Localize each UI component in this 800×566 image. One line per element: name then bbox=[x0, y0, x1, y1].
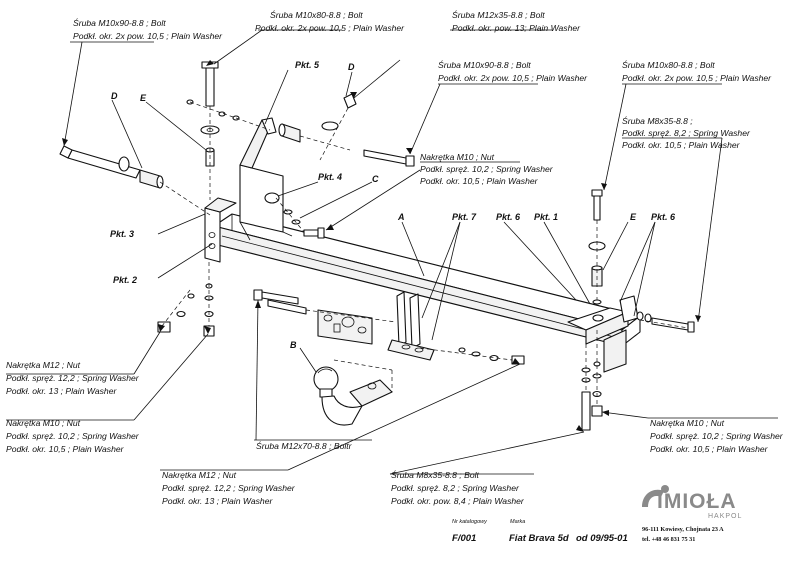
socket-plate bbox=[317, 309, 373, 345]
callout-nut-m10-right-line3: Podkł. okr. 10,5 ; Plain Washer bbox=[650, 444, 769, 454]
catalog-caption: Nr katalogowy bbox=[452, 519, 488, 525]
pkt1-label: Pkt. 1 bbox=[534, 212, 558, 222]
logo-subtext: HAKPOL bbox=[708, 513, 742, 520]
callout-nut-m12-left-line1: Nakrętka M12 ; Nut bbox=[6, 360, 81, 370]
callout-bolt-m8x35-bottom-line3: Podkł. okr. pow. 8,4 ; Plain Washer bbox=[391, 496, 525, 506]
callout-bolt-m10x90-left-line1: Śruba M10x90-8.8 ; Bolt bbox=[73, 17, 166, 28]
callout-bolt-m8x35-bottom-line2: Podkł. spręż. 8,2 ; Spring Washer bbox=[391, 483, 520, 493]
pkt6-mid-label: Pkt. 6 bbox=[496, 212, 521, 222]
callout-nut-m12-left-line3: Podkł. okr. 13 ; Plain Washer bbox=[6, 386, 117, 396]
title-block: Nr katalogowy Marka F/001 Fiat Brava 5d … bbox=[452, 519, 628, 544]
callout-nut-m10-mid-line2: Podkł. spręż. 10,2 ; Spring Washer bbox=[420, 164, 554, 174]
company-address: 96-111 Kowiesy, Chojnata 23 A bbox=[642, 526, 724, 533]
vehicle-model: Fiat Brava 5d bbox=[509, 533, 569, 544]
callout-bolt-m12x35-line1: Śruba M12x35-8.8 ; Bolt bbox=[452, 9, 545, 20]
callout-bolt-m10x80-right-line1: Śruba M10x80-8.8 ; Bolt bbox=[622, 59, 715, 70]
part-d-top-label: D bbox=[348, 62, 355, 72]
callout-bolt-m8x35-right-line1: Śruba M8x35-8.8 ; bbox=[622, 115, 693, 126]
leader-lines bbox=[6, 29, 778, 475]
callout-nut-m10-mid-line1: Nakrętka M10 ; Nut bbox=[420, 152, 495, 162]
callout-nut-m10-left-line1: Nakrętka M10 ; Nut bbox=[6, 418, 81, 428]
callout-nut-m10-right-line2: Podkł. spręż. 10,2 ; Spring Washer bbox=[650, 431, 784, 441]
socket-plate-brackets bbox=[387, 291, 435, 361]
callout-nut-m10-right-line1: Nakrętka M10 ; Nut bbox=[650, 418, 725, 428]
pkt6-right-label: Pkt. 6 bbox=[651, 212, 676, 222]
callout-bolt-m10x90-mid-line2: Podkł. okr. 2x pow. 10,5 ; Plain Washer bbox=[438, 73, 588, 83]
part-c-label: C bbox=[372, 174, 379, 184]
logo-ball-icon bbox=[661, 485, 669, 493]
lower-fasteners bbox=[157, 283, 603, 431]
callout-nut-m12-left-line2: Podkł. spręż. 12,2 ; Spring Washer bbox=[6, 373, 140, 383]
callout-nut-m12-bottom-line2: Podkł. spręż. 12,2 ; Spring Washer bbox=[162, 483, 296, 493]
pkt4-label: Pkt. 4 bbox=[318, 172, 342, 182]
part-a-label: A bbox=[397, 212, 405, 222]
part-e-left-label: E bbox=[140, 93, 147, 103]
callout-nut-m10-left-line3: Podkł. okr. 10,5 ; Plain Washer bbox=[6, 444, 125, 454]
company-phone: tel. +48 46 831 75 31 bbox=[642, 536, 695, 543]
part-d-left-label: D bbox=[111, 91, 118, 101]
left-fasteners bbox=[59, 61, 220, 189]
pkt2-label: Pkt. 2 bbox=[113, 275, 137, 285]
right-fasteners bbox=[588, 189, 695, 333]
callout-bolt-m10x80-top-line2: Podkł. okr. 2x pow. 10,5 ; Plain Washer bbox=[255, 23, 405, 33]
logo-hook-icon bbox=[642, 489, 664, 507]
pkt5-label: Pkt. 5 bbox=[295, 60, 320, 70]
left-bracket bbox=[204, 117, 293, 263]
company-logo: IMIOŁA HAKPOL 96-111 Kowiesy, Chojnata 2… bbox=[642, 485, 742, 543]
callout-bolt-m10x90-mid-line1: Śruba M10x90-8.8 ; Bolt bbox=[438, 59, 531, 70]
part-b-label: B bbox=[290, 340, 297, 350]
callout-bolt-m8x35-right-line3: Podkł. okr. 10,5 ; Plain Washer bbox=[622, 140, 741, 150]
right-bracket bbox=[567, 295, 639, 373]
callouts: Śruba M10x90-8.8 ; Bolt Podkł. okr. 2x p… bbox=[6, 9, 784, 506]
arrowheads bbox=[62, 60, 701, 432]
callout-nut-m10-left-line2: Podkł. spręż. 10,2 ; Spring Washer bbox=[6, 431, 140, 441]
callout-nut-m12-bottom-line3: Podkł. okr. 13 ; Plain Washer bbox=[162, 496, 273, 506]
part-e-right-label: E bbox=[630, 212, 637, 222]
callout-bolt-m8x35-bottom-line1: Śruba M8x35-8.8 ; Bolt bbox=[391, 469, 480, 480]
callout-bolt-m10x80-top-line1: Śruba M10x80-8.8 ; Bolt bbox=[270, 9, 363, 20]
model-years: od 09/95-01 bbox=[576, 533, 628, 544]
callout-bolt-m8x35-right-line2: Podkł. spręż. 8,2 ; Spring Washer bbox=[622, 128, 751, 138]
assembly-lines bbox=[159, 101, 689, 406]
crossbar bbox=[213, 213, 641, 347]
callout-bolt-m12x70: Śruba M12x70-8.8 ; Boltr bbox=[256, 440, 353, 451]
brand-caption: Marka bbox=[510, 519, 525, 525]
ball-mount bbox=[313, 366, 393, 426]
part-markers: Pkt. 5 Pkt. 4 Pkt. 3 Pkt. 2 Pkt. 7 Pkt. … bbox=[110, 60, 676, 350]
logo-text: IMIOŁA bbox=[657, 490, 737, 513]
callout-bolt-m10x80-right-line2: Podkł. okr. 2x pow. 10,5 ; Plain Washer bbox=[622, 73, 772, 83]
pkt7-label: Pkt. 7 bbox=[452, 212, 477, 222]
pkt3-label: Pkt. 3 bbox=[110, 229, 134, 239]
callout-nut-m10-mid-line3: Podkł. okr. 10,5 ; Plain Washer bbox=[420, 176, 539, 186]
callout-bolt-m12x35-line2: Podkł. okr. pow. 13; Plain Washer bbox=[452, 23, 581, 33]
callout-nut-m12-bottom-line1: Nakrętka M12 ; Nut bbox=[162, 470, 237, 480]
catalog-number: F/001 bbox=[452, 533, 476, 544]
drawing bbox=[6, 29, 778, 475]
top-fasteners bbox=[186, 93, 415, 239]
callout-bolt-m10x90-left-line2: Podkł. okr. 2x pow. 10,5 ; Plain Washer bbox=[73, 31, 223, 41]
